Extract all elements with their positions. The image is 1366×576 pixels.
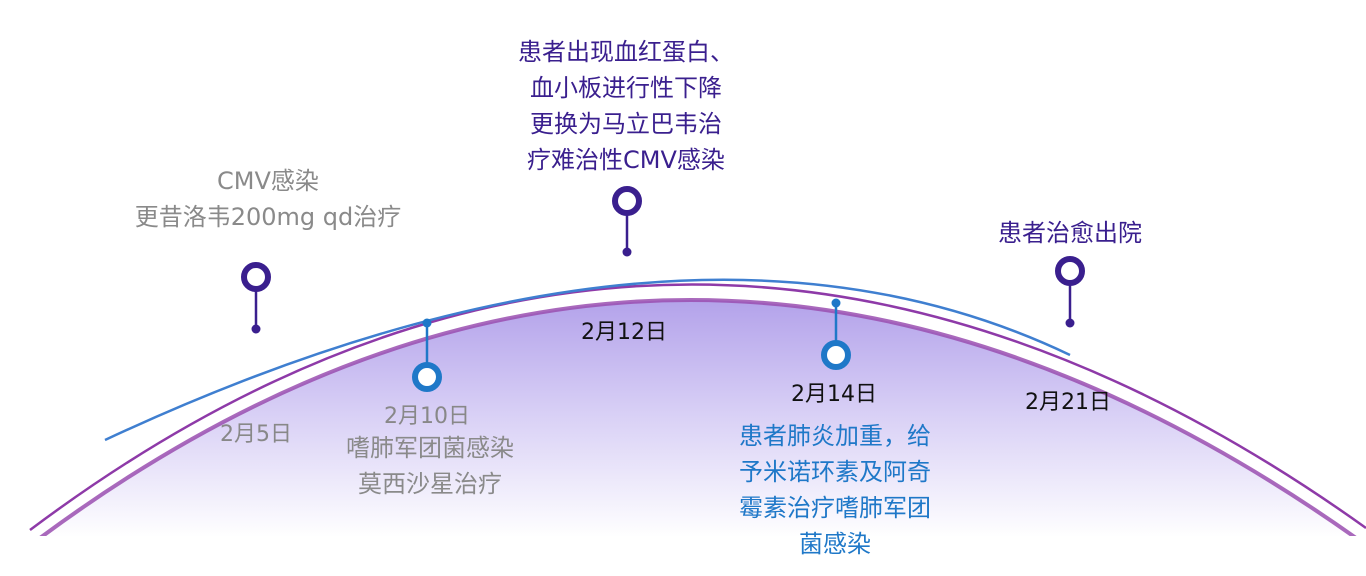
date-feb10: 2月10日 <box>384 404 470 429</box>
outer-arc <box>29 283 1366 532</box>
marker-feb10 <box>412 318 442 392</box>
event-refractory-cmv: 患者出现血红蛋白、 血小板进行性下降 更换为马立巴韦治 疗难治性CMV感染 <box>518 38 734 174</box>
date-feb5: 2月5日 <box>220 422 292 447</box>
date-feb12: 2月12日 <box>581 320 667 345</box>
date-feb14: 2月14日 <box>791 382 877 407</box>
event-discharged: 患者治愈出院 <box>998 219 1142 247</box>
event-pneumonia-worsened: 患者肺炎加重，给 予米诺环素及阿奇 霉素治疗嗜肺军团 菌感染 <box>739 422 931 558</box>
dome-edge <box>38 298 1358 540</box>
event-legionella-infection: 嗜肺军团菌感染 莫西沙星治疗 <box>346 434 514 498</box>
inner-arc <box>104 278 1071 442</box>
marker-feb14 <box>821 298 851 370</box>
marker-feb12 <box>612 186 642 257</box>
event-cmv-infection: CMV感染 更昔洛韦200mg qd治疗 <box>134 167 402 231</box>
marker-feb21 <box>1055 256 1085 328</box>
marker-feb5 <box>241 262 271 334</box>
date-feb21: 2月21日 <box>1025 390 1111 415</box>
